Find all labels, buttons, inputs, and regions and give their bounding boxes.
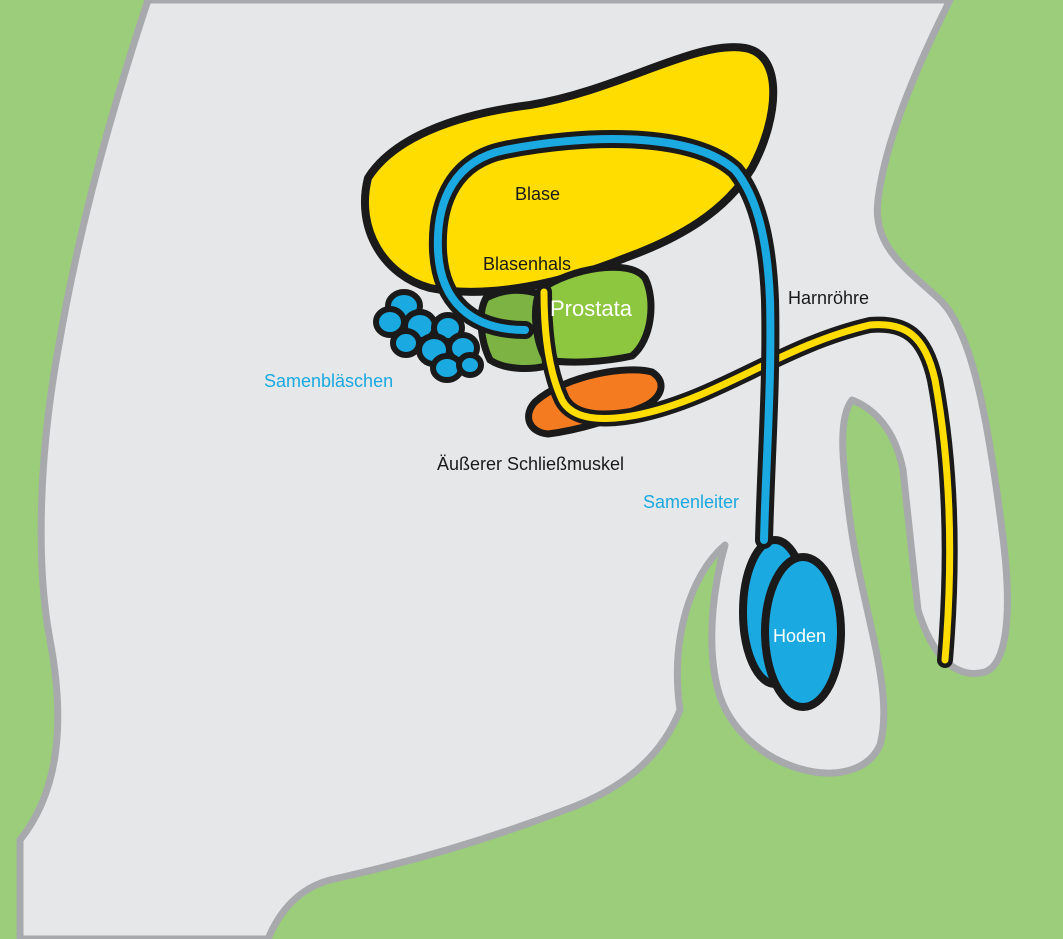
label-samenblaeschen: Samenbläschen [264, 371, 393, 391]
label-samenleiter: Samenleiter [643, 492, 739, 512]
label-harnroehre: Harnröhre [788, 288, 869, 308]
label-schliessmuskel: Äußerer Schließmuskel [437, 454, 624, 474]
label-blase: Blase [515, 184, 560, 204]
label-prostata: Prostata [550, 296, 633, 321]
label-hoden: Hoden [773, 626, 826, 646]
label-blasenhals: Blasenhals [483, 254, 571, 274]
